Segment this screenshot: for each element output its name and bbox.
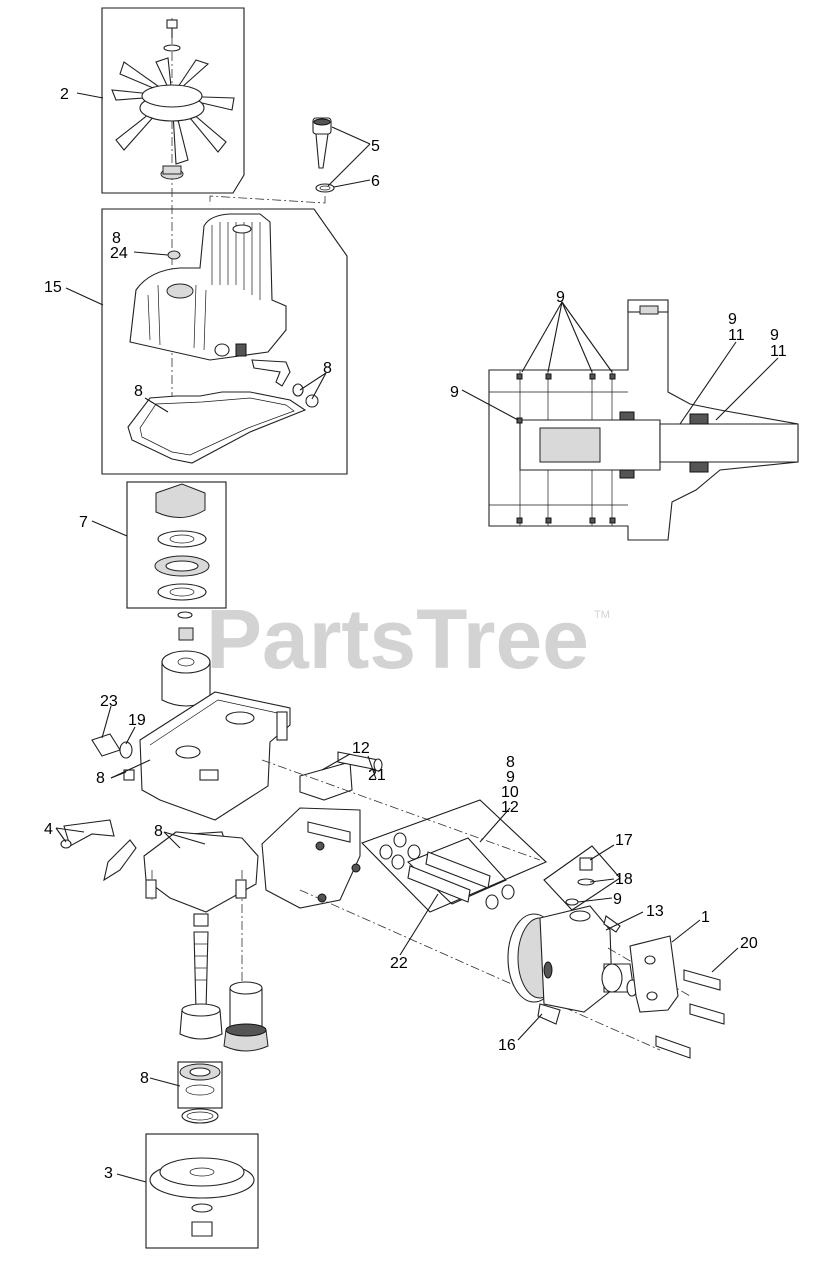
callout-22: 22 (390, 955, 408, 972)
leader-lines (55, 92, 779, 1183)
center-section (60, 691, 291, 1000)
check-valve-kit (543, 845, 621, 911)
cylinder-block (161, 611, 211, 707)
motor-body (507, 905, 691, 1025)
callout-15: 15 (44, 279, 62, 296)
motor-housing (261, 751, 661, 1051)
callout-8: 8 (154, 823, 163, 840)
fan-assembly (101, 7, 245, 460)
callout-10: 10 (501, 784, 519, 801)
callout-4: 4 (44, 821, 53, 838)
callout-11: 11 (770, 343, 787, 360)
callout-8: 8 (134, 383, 143, 400)
lower-bearing-kit (177, 1061, 223, 1124)
callout-7: 7 (79, 514, 88, 531)
callout-9: 9 (450, 384, 459, 401)
callout-8: 8 (112, 230, 121, 247)
callout-2: 2 (60, 86, 69, 103)
callout-12: 12 (352, 740, 370, 757)
callout-6: 6 (371, 173, 380, 190)
callout-8: 8 (96, 770, 105, 787)
callout-5: 5 (371, 138, 380, 155)
callout-8: 8 (506, 754, 515, 771)
callout-16: 16 (498, 1037, 516, 1054)
callout-18: 18 (615, 871, 633, 888)
watermark: PartsTree TM (206, 592, 610, 686)
callout-9: 9 (556, 289, 565, 306)
callout-3: 3 (104, 1165, 113, 1182)
callout-8: 8 (323, 360, 332, 377)
mounting-bracket (603, 915, 725, 1059)
watermark-text: PartsTree (206, 592, 589, 686)
callout-9: 9 (728, 311, 737, 328)
thrust-bearing-kit (126, 481, 227, 609)
callout-23: 23 (100, 693, 118, 710)
trademark-mark: TM (594, 609, 610, 621)
housing-assembly (101, 208, 348, 475)
callout-24: 24 (110, 245, 128, 262)
callout-13: 13 (646, 903, 664, 920)
callout-12: 12 (501, 799, 519, 816)
callout-19: 19 (128, 712, 146, 729)
callout-1: 1 (701, 909, 710, 926)
cross-section-view (488, 299, 799, 541)
dipstick (209, 117, 335, 205)
callout-9: 9 (613, 891, 622, 908)
callout-17: 17 (615, 832, 633, 849)
callout-20: 20 (740, 935, 758, 952)
callout-21: 21 (368, 767, 386, 784)
callout-9: 9 (506, 769, 515, 786)
seal-kit (361, 799, 547, 913)
callout-9: 9 (770, 327, 779, 344)
callout-8: 8 (140, 1070, 149, 1087)
callout-11: 11 (728, 327, 745, 344)
callout-labels: 2 5 6 8 24 15 8 8 7 9 9 11 9 11 9 23 19 … (44, 86, 787, 1182)
input-shaft (179, 913, 269, 1052)
pulley-assembly (145, 1133, 259, 1249)
